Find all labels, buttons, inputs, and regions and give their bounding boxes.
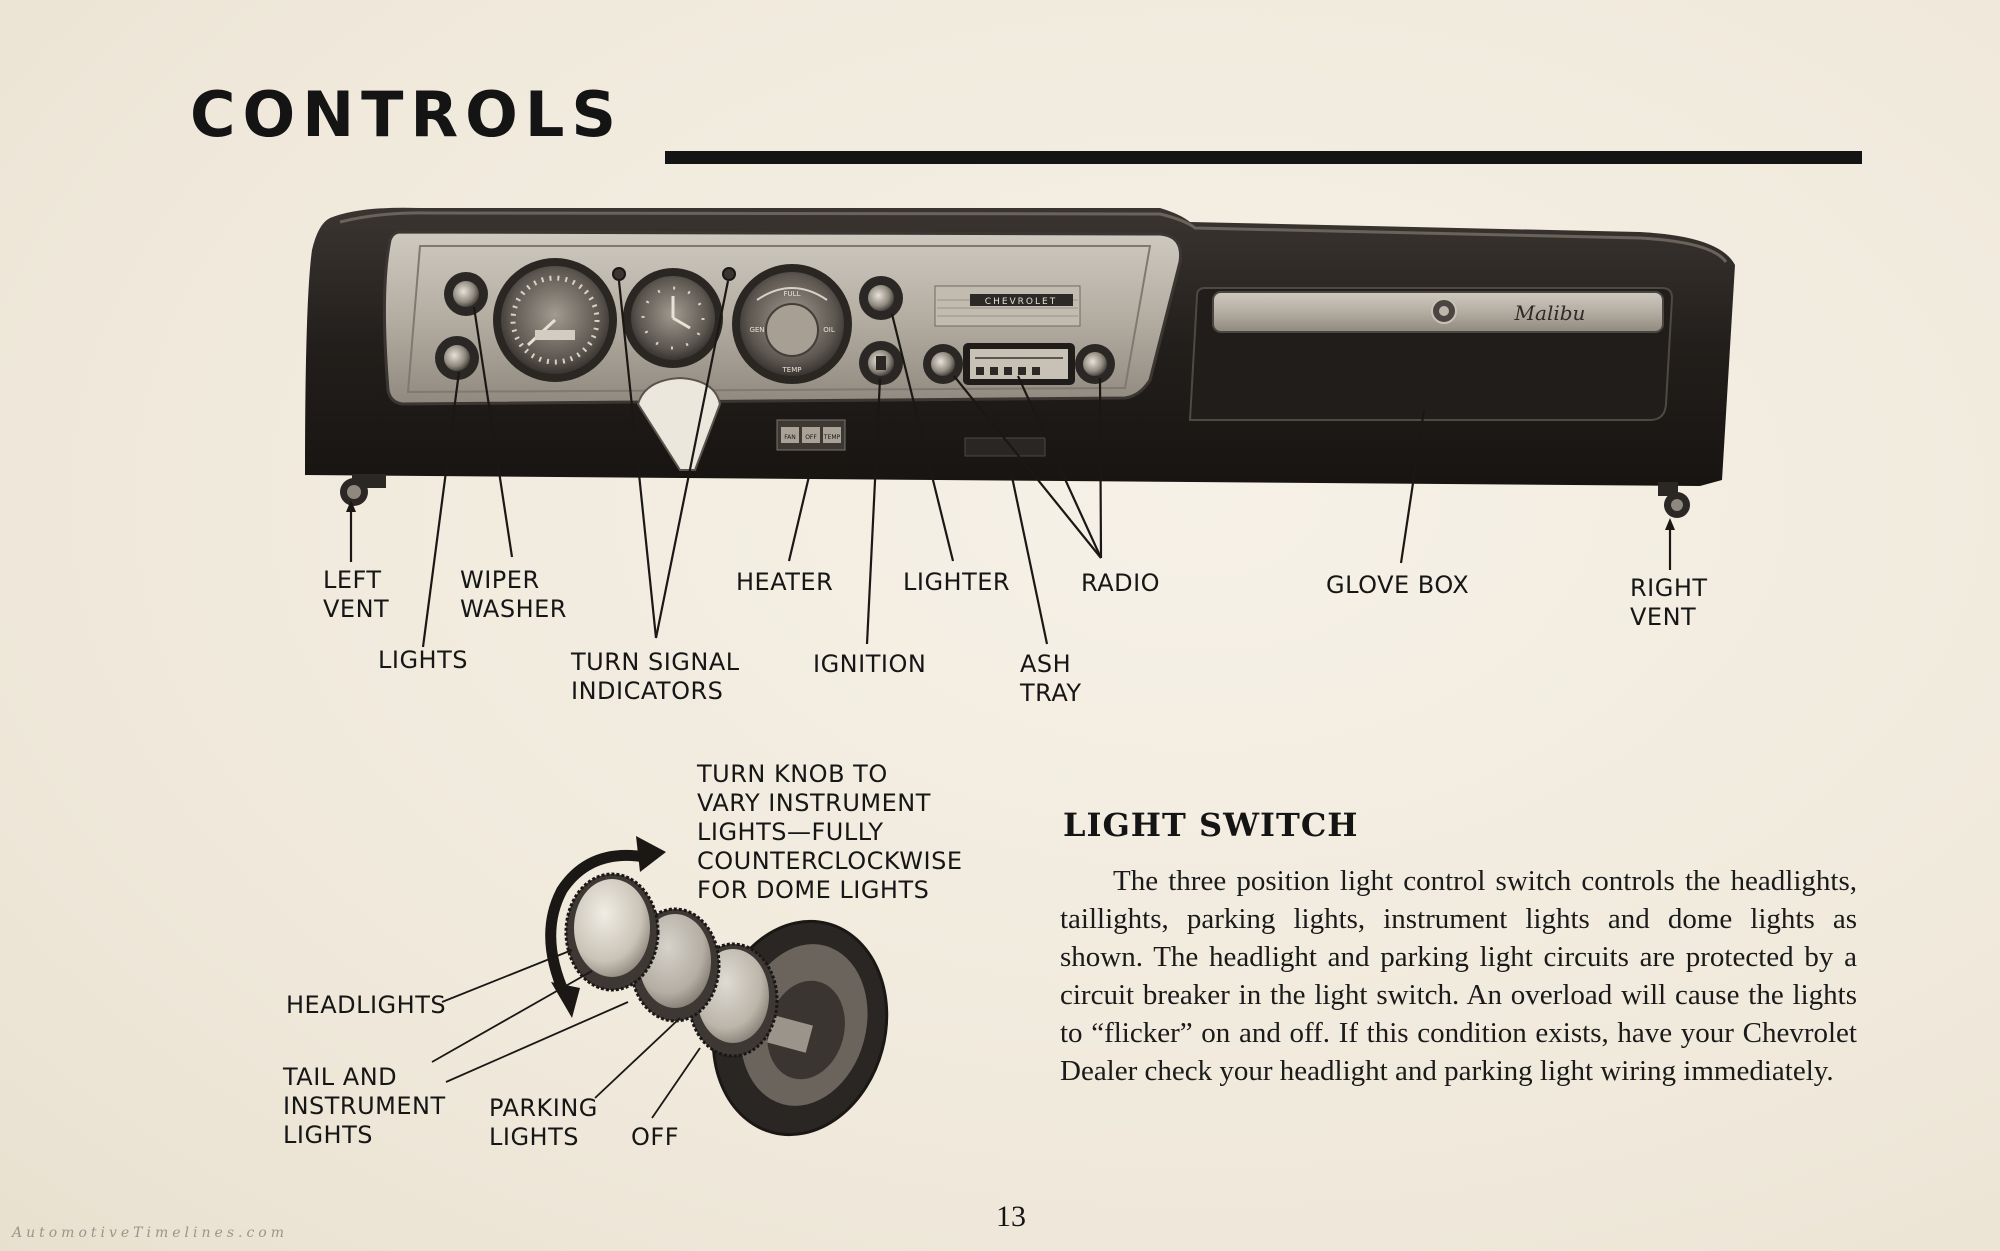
lights-label: LIGHTS [378, 646, 468, 674]
left-turn-indicator [612, 267, 626, 281]
light-switch-body: The three position light control switch … [1060, 865, 1857, 1087]
watermark: AutomotiveTimelines.com [12, 1225, 288, 1241]
radio-label: RADIO [1081, 569, 1161, 597]
gen-label: GEN [749, 326, 764, 334]
fuel-full-label: FULL [784, 290, 801, 298]
ash-tray-label: ASH TRAY [1020, 650, 1082, 707]
heater-label: HEATER [736, 568, 834, 596]
heater-fan-label: FAN [784, 434, 796, 441]
left-vent-label: LEFT VENT [323, 566, 390, 623]
temp-label: TEMP [782, 366, 802, 374]
knob-ring-parking [629, 907, 721, 1023]
heading-rule [665, 151, 1862, 164]
light-switch-title: LIGHT SWITCH [1063, 806, 1359, 844]
page-number: 13 [996, 1200, 1026, 1233]
knob-leader-lines [431, 949, 701, 1119]
oil-label: OIL [823, 326, 835, 334]
headlights-label: HEADLIGHTS [286, 991, 447, 1019]
clock-gauge [623, 268, 723, 368]
left-vent-knob [340, 474, 386, 506]
glove-box: Malibu [1188, 287, 1674, 421]
wiper-washer-label: WIPER WASHER [460, 566, 567, 623]
parking-lights-label: PARKING LIGHTS [489, 1094, 598, 1151]
right-vent-label: RIGHT VENT [1630, 574, 1708, 631]
speedometer-gauge [493, 258, 617, 382]
heater-temp-label: TEMP [823, 434, 841, 441]
off-label: OFF [631, 1123, 679, 1151]
heater-off-label: OFF [805, 434, 817, 441]
chevrolet-badge: CHEVROLET [985, 297, 1057, 307]
right-turn-indicator [722, 267, 736, 281]
knob-ring-headlights [564, 872, 660, 992]
malibu-script: Malibu [1514, 301, 1586, 325]
wiper-washer-knob [444, 272, 488, 316]
lights-knob [435, 336, 479, 380]
ignition-label: IGNITION [813, 650, 927, 678]
knob-exploded-diagram [545, 836, 889, 1137]
heater-controls: FAN OFF TEMP [776, 419, 846, 451]
rotation-arrow [545, 849, 646, 998]
right-vent-knob [1658, 482, 1690, 518]
lighter-label: LIGHTER [903, 568, 1011, 596]
fuel-temp-gauge: FULL GEN OIL TEMP [732, 264, 852, 384]
page-heading: CONTROLS [190, 78, 623, 151]
radio-unit [923, 343, 1115, 385]
lighter-knob [859, 276, 903, 320]
steering-column-opening [636, 376, 722, 471]
ignition-switch [859, 341, 903, 385]
dashboard-leader-lines [346, 280, 1675, 648]
dashboard-top-highlight [339, 211, 1728, 263]
glove-box-label: GLOVE BOX [1326, 571, 1470, 599]
tail-instrument-lights-label: TAIL AND INSTRUMENT LIGHTS [283, 1063, 446, 1149]
turn-knob-instruction: TURN KNOB TO VARY INSTRUMENT LIGHTS—FULL… [697, 760, 963, 904]
turn-signal-indicators-label: TURN SIGNAL INDICATORS [571, 648, 740, 705]
